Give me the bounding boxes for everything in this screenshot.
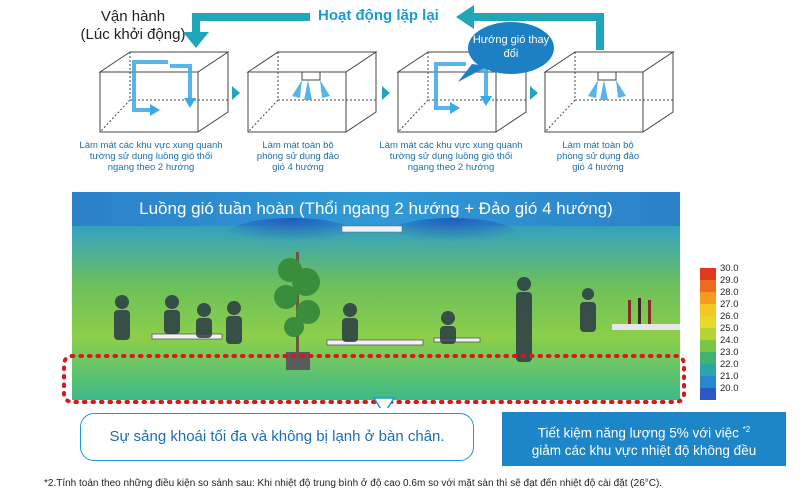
ac-unit	[341, 225, 403, 233]
scale-segment	[700, 304, 716, 316]
savings-note-mark: *2	[742, 425, 751, 434]
step-caption-1: Làm mát các khu vực xung quanh tường sử …	[79, 140, 223, 173]
step-caption-2: Làm mát toàn bộ phòng sử dụng đảo gió 4 …	[256, 140, 340, 173]
repeat-arrow-right-head	[456, 5, 474, 29]
flow-diagram	[98, 5, 675, 133]
scale-label: 24.0	[720, 335, 739, 346]
energy-savings-box: Tiết kiệm năng lượng 5% với việc *2 giảm…	[502, 412, 786, 466]
repeat-title: Hoạt động lặp lại	[318, 7, 439, 24]
scale-segment	[700, 376, 716, 388]
bar-counter	[612, 298, 680, 330]
step-caption-4: Làm mát toàn bộ phòng sử dụng đảo gió 4 …	[556, 140, 640, 173]
scale-label: 29.0	[720, 275, 739, 286]
room-simulation	[72, 192, 680, 400]
scale-segment	[700, 268, 716, 280]
scale-segment	[700, 352, 716, 364]
scale-segment	[700, 388, 716, 400]
cool-air-right	[382, 218, 522, 258]
savings-line-1: Tiết kiệm năng lượng 5% với việc	[537, 425, 739, 441]
plant	[274, 252, 320, 370]
step-caption-3: Làm mát các khu vực xung quanh tường sử …	[379, 140, 523, 173]
room-box-2	[246, 51, 378, 133]
room-box-1	[98, 51, 230, 133]
temperature-scale	[700, 268, 716, 400]
scale-segment	[700, 292, 716, 304]
tables	[151, 333, 481, 346]
start-label: Vận hành (Lúc khởi động)	[80, 8, 186, 43]
step-arrow-2	[382, 86, 390, 100]
bubble-tail	[458, 64, 488, 82]
scale-segment	[700, 280, 716, 292]
scale-label: 26.0	[720, 311, 739, 322]
airflow-swing-2	[292, 80, 330, 100]
footnote: *2.Tính toán theo những điều kiện so sán…	[44, 478, 663, 489]
diners	[114, 277, 596, 362]
airflow-horizontal-1	[132, 60, 192, 112]
scale-segment	[700, 340, 716, 352]
comfort-callout: Sự sảng khoái tối đa và không bị lạnh ở …	[80, 413, 474, 461]
repeat-arrow-right	[472, 13, 604, 50]
scale-label: 28.0	[720, 287, 739, 298]
floor-level-highlight	[62, 354, 686, 408]
repeat-arrow-left-head	[183, 32, 209, 48]
step-arrow-1	[232, 86, 240, 100]
scale-label: 23.0	[720, 347, 739, 358]
savings-line-2: giảm các khu vực nhiệt độ không đều	[531, 442, 757, 458]
airflow-swing-4	[588, 80, 626, 100]
scale-segment	[700, 364, 716, 376]
scale-label: 27.0	[720, 299, 739, 310]
room-box-4	[543, 51, 675, 133]
scale-label: 25.0	[720, 323, 739, 334]
scale-label: 30.0	[720, 263, 739, 274]
scale-label: 21.0	[720, 371, 739, 382]
scale-segment	[700, 316, 716, 328]
scale-label: 22.0	[720, 359, 739, 370]
scale-segment	[700, 328, 716, 340]
cool-air-left	[222, 218, 362, 258]
repeat-arrow-left	[192, 13, 310, 34]
step-arrow-3	[530, 86, 538, 100]
room-title: Luồng gió tuần hoàn (Thổi ngang 2 hướng …	[139, 199, 613, 218]
scale-label: 20.0	[720, 383, 739, 394]
